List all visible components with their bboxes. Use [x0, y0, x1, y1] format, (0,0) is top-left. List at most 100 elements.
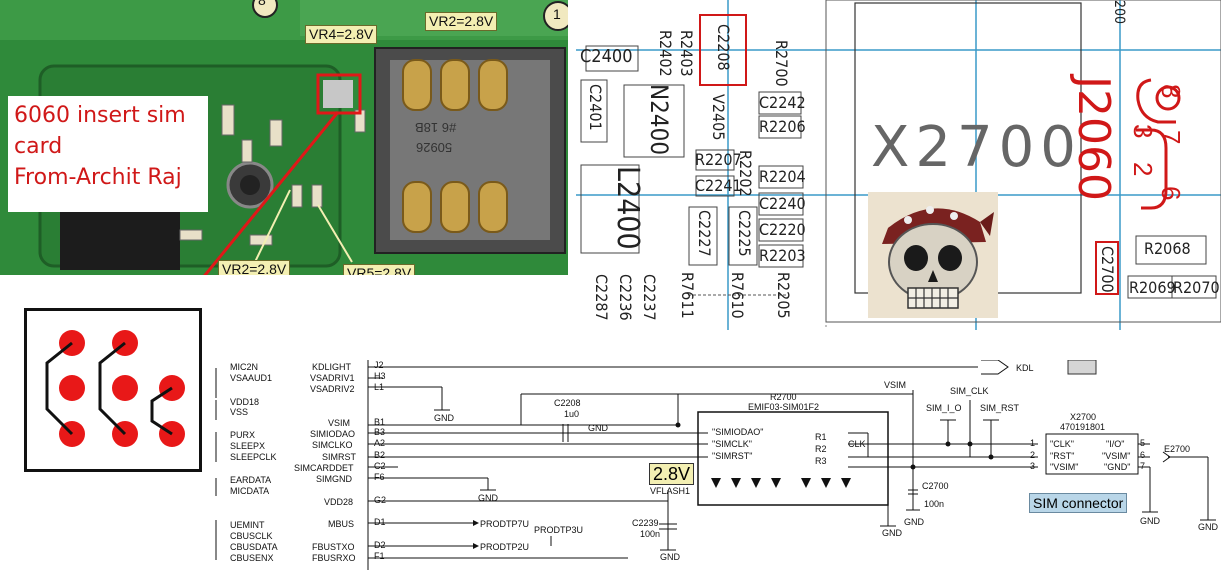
x2700-clk: "CLK" [1050, 439, 1074, 449]
comp-R7611: R7611 [678, 272, 697, 319]
pin-7: 7 [1156, 130, 1186, 145]
pin-F6: F6 [374, 472, 385, 482]
net-VSIM: VSIM [328, 418, 351, 428]
r2700-r2: R2 [815, 444, 827, 454]
title-note: 6060 insert sim card From-Archit Raj [8, 96, 208, 212]
comp-C2242: C2242 [759, 93, 806, 112]
r2700-r1: R1 [815, 432, 827, 442]
pin-B1: B1 [374, 417, 386, 427]
sim-pad [59, 375, 85, 401]
chip-marking-2: 50926 [416, 140, 453, 155]
gnd-label: GND [1140, 516, 1160, 526]
net-VDD28: VDD28 [324, 497, 354, 507]
x2700-part: 470191801 [1060, 422, 1106, 432]
comp-C2241: C2241 [695, 176, 742, 195]
gnd-label: GND [478, 493, 498, 503]
comp-C2240: C2240 [759, 194, 806, 213]
comp-N2400: N2400 [645, 84, 673, 156]
x2700-pin5: 5 [1140, 438, 1146, 448]
vflash-badge: 2.8V [649, 463, 695, 485]
j2060-label: J2060 [1068, 76, 1119, 201]
sim-clk-label: SIM_CLK [950, 386, 989, 396]
comp-C2220: C2220 [759, 220, 806, 239]
comp-C2237: C2237 [640, 274, 659, 321]
sig-MICDATA: MICDATA [230, 486, 270, 496]
x2700-vsim: "VSIM" [1050, 462, 1079, 472]
c2700-val: 100n [924, 499, 945, 509]
pin-B2: B2 [374, 450, 386, 460]
x2700-rst: "RST" [1050, 451, 1075, 461]
prodtp2u-label: PRODTP2U [480, 542, 530, 552]
net-SIMRST: SIMRST [322, 452, 357, 462]
sig-VSAAUD1: VSAAUD1 [230, 373, 273, 383]
sig-PURX: PURX [230, 430, 256, 440]
gnd-label: GND [434, 413, 454, 423]
pcb-corner-label-2: 1 [553, 6, 561, 22]
pcb-layout: C2400 R2402 R2403 C2208 R2700 C2401 N240… [576, 0, 1221, 330]
pin-3: 3 [1128, 124, 1158, 139]
comp-C2227: C2227 [695, 210, 714, 257]
r2700-clk: "SIMCLK" [712, 439, 752, 449]
x2700-label: X2700 [871, 115, 1082, 180]
r2700-clk-out: CLK [848, 439, 866, 449]
comp-R2207: R2207 [695, 150, 742, 169]
c2239-val: 100n [640, 529, 661, 539]
comp-R2068: R2068 [1144, 239, 1191, 258]
pin-D1: D1 [374, 517, 386, 527]
x2700-pin2: 2 [1030, 450, 1036, 460]
sim-schematic: MIC2N VSAAUD1 VDD18 VSS PURX SLEEPX SLEE… [208, 360, 1221, 570]
comp-R2205: R2205 [774, 272, 793, 319]
note-line-3: From-Archit Raj [14, 165, 182, 190]
sig-VDD18: VDD18 [230, 397, 260, 407]
comp-C2400: C2400 [580, 46, 633, 67]
x2700-ref: X2700 [1070, 412, 1097, 422]
skull-image [868, 192, 998, 318]
comp-C2287: C2287 [592, 274, 611, 321]
gnd-label: GND [588, 423, 608, 433]
r2700-part: EMIF03-SIM01F2 [748, 402, 820, 412]
chip-marking-1: #6 18B [415, 120, 457, 135]
gnd-label: GND [1198, 522, 1218, 532]
c2208-val: 1u0 [564, 409, 580, 419]
comp-R7610: R7610 [728, 272, 747, 319]
net-SIMCLKO: SIMCLKO [312, 440, 353, 450]
comp-R2403: R2403 [677, 30, 696, 77]
sim-io-label: SIM_I_O [926, 403, 962, 413]
x2700-pin6: 6 [1140, 450, 1146, 460]
pin-D2: D2 [374, 540, 386, 550]
comp-R2700: R2700 [772, 40, 791, 87]
sig-MIC2N: MIC2N [230, 362, 259, 372]
vr2-bottom-tag: VR2=2.8V [218, 260, 291, 275]
comp-C2401: C2401 [586, 84, 605, 131]
r2700-r3: R3 [815, 456, 827, 466]
sig-CBUSENX: CBUSENX [230, 553, 274, 563]
x2700-pin1: 1 [1030, 438, 1036, 448]
net-FBUSRXO: FBUSRXO [312, 553, 356, 563]
prodtp3u-label: PRODTP3U [534, 525, 584, 535]
x2700-io: "I/O" [1106, 439, 1125, 449]
note-line-1: 6060 insert sim [14, 103, 186, 128]
pin-F1: F1 [374, 551, 385, 561]
sim-pad-drawing [45, 330, 185, 447]
note-line-2: card [14, 134, 63, 159]
comp-200: 200 [1111, 0, 1127, 25]
x2700-pin7: 7 [1140, 461, 1146, 471]
sim-connector-badge: SIM connector [1029, 493, 1128, 513]
pin-6: 6 [1156, 186, 1186, 201]
r2700-io: "SIMIODAO" [712, 427, 764, 437]
sim-pad-diagram [24, 308, 202, 472]
skull-drawing [868, 192, 998, 318]
comp-C2225: C2225 [735, 210, 754, 257]
sim-pad [112, 375, 138, 401]
sig-VSS: VSS [230, 407, 249, 417]
sim-rst-label: SIM_RST [980, 403, 1020, 413]
comp-R2402: R2402 [656, 30, 675, 77]
r2700-rst: "SIMRST" [712, 451, 753, 461]
pin-L1: L1 [374, 382, 385, 392]
gnd-label: GND [904, 517, 924, 527]
net-MBUS: MBUS [328, 519, 355, 529]
comp-R2070: R2070 [1173, 278, 1220, 297]
pin-2: 2 [1128, 162, 1158, 177]
c2239-ref: C2239 [632, 518, 659, 528]
vr5-tag: VR5=2.8V [343, 264, 416, 275]
